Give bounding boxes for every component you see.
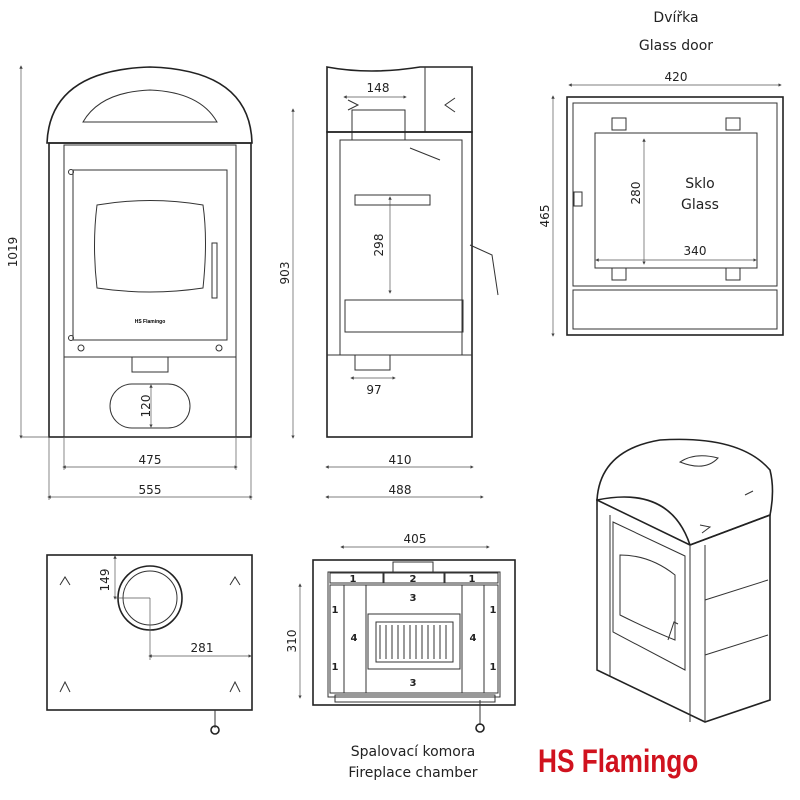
dim-inner-width: 475 <box>139 453 162 467</box>
dim-door-width: 420 <box>665 70 688 84</box>
part-label: 1 <box>332 662 339 673</box>
glass-label-cz: Sklo <box>685 176 714 192</box>
dim-chamber-height: 298 <box>372 234 386 257</box>
front-view: HS Flamingo 120 1019 475 555 <box>6 65 253 500</box>
dim-outer-depth: 488 <box>389 483 412 497</box>
dim-chamber-depth: 310 <box>285 630 299 653</box>
top-view: 149 281 <box>46 554 253 735</box>
part-label: 3 <box>410 678 417 689</box>
dim-inner-depth: 410 <box>389 453 412 467</box>
isometric-view <box>596 438 774 723</box>
dim-height: 1019 <box>6 237 20 268</box>
door-view: Dvířka Glass door 420 465 280 340 Sklo G… <box>538 10 784 337</box>
side-view: 148 298 97 903 410 488 <box>278 66 499 499</box>
door-handle <box>211 242 218 299</box>
dim-outer-width: 555 <box>139 483 162 497</box>
door-logo: HS Flamingo <box>135 319 166 325</box>
dim-side-height: 903 <box>278 262 292 285</box>
part-label: 2 <box>410 574 417 585</box>
dim-chamber-width: 405 <box>404 532 427 546</box>
dim-ash: 97 <box>366 383 381 397</box>
dim-flue: 148 <box>367 81 390 95</box>
part-label: 4 <box>470 633 477 644</box>
dim-ash-opening: 120 <box>139 395 153 418</box>
glass-label-en: Glass <box>681 197 719 213</box>
dim-top-offset-x: 281 <box>191 641 214 655</box>
brand-logo-text: HS Flamingo <box>538 745 698 780</box>
brand-logo: HS Flamingo <box>538 745 698 780</box>
chamber-title-cz: Spalovací komora <box>351 744 475 760</box>
dim-top-offset-y: 149 <box>98 569 112 592</box>
chamber-view: 1 2 1 3 1 1 4 4 1 1 3 405 310 Spalovací … <box>285 532 516 781</box>
part-label: 1 <box>490 662 497 673</box>
chamber-title-en: Fireplace chamber <box>348 765 477 781</box>
part-label: 1 <box>469 574 476 585</box>
part-label: 1 <box>490 605 497 616</box>
dim-glass-width: 340 <box>684 244 707 258</box>
dim-door-height: 465 <box>538 205 552 228</box>
part-label: 1 <box>350 574 357 585</box>
dim-glass-height: 280 <box>629 182 643 205</box>
door-title-en: Glass door <box>639 38 713 54</box>
door-title-cz: Dvířka <box>653 10 698 26</box>
part-label: 1 <box>332 605 339 616</box>
part-label: 3 <box>410 593 417 604</box>
part-label: 4 <box>351 633 358 644</box>
